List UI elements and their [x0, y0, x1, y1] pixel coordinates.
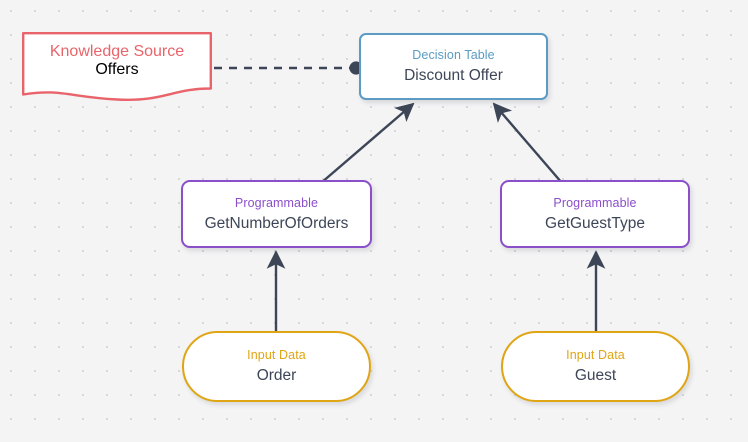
knowledge-source-shape: [22, 32, 212, 102]
node-name-label: GetGuestType: [545, 214, 645, 232]
node-decision-table-discount-offer[interactable]: Decision Table Discount Offer: [359, 33, 548, 100]
edge-get-guest-type-to-discount-offer[interactable]: [492, 102, 563, 184]
edge-get-number-of-orders-to-discount-offer[interactable]: [320, 102, 415, 184]
node-programmable-get-guest-type[interactable]: Programmable GetGuestType: [500, 180, 690, 248]
node-type-label: Input Data: [566, 348, 625, 362]
node-type-label: Programmable: [234, 195, 319, 210]
node-input-data-guest[interactable]: Input Data Guest: [501, 331, 690, 402]
node-name-label: Offers: [95, 61, 139, 78]
node-name-label: Guest: [574, 367, 617, 384]
node-name-label: Discount Offer: [404, 67, 503, 84]
node-input-data-order[interactable]: Input Data Order: [182, 331, 371, 402]
node-name-label: GetNumberOfOrders: [204, 214, 349, 232]
node-type-label: Input Data: [247, 348, 306, 362]
node-type-label: Decision Table: [412, 48, 495, 62]
node-type-label: Knowledge Source: [49, 43, 185, 60]
node-name-label: Order: [256, 367, 297, 384]
node-knowledge-source-offers[interactable]: Knowledge Source Offers: [22, 32, 212, 102]
node-type-label: Programmable: [553, 195, 637, 210]
node-programmable-get-number-of-orders[interactable]: Programmable GetNumberOfOrders: [181, 180, 372, 248]
edge-offers-to-discount-offer[interactable]: [214, 61, 363, 75]
